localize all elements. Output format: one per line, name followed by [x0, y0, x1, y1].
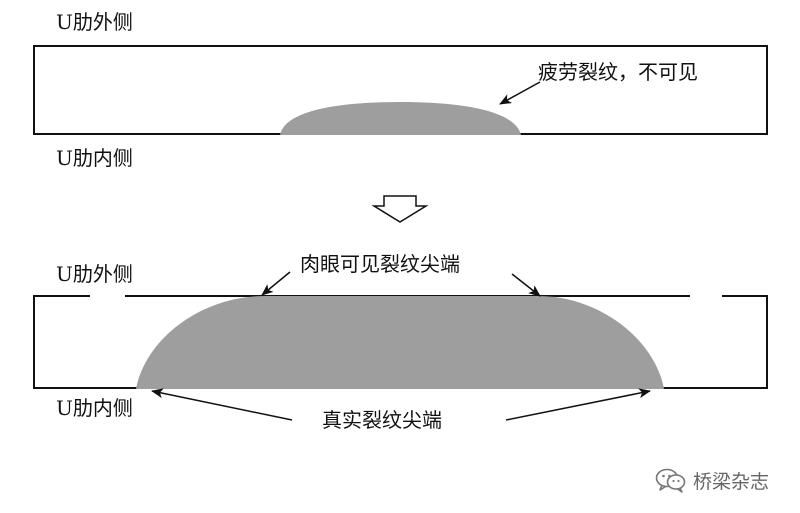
- watermark-text: 桥梁杂志: [693, 470, 770, 493]
- visible-tip-label: 肉眼可见裂纹尖端: [300, 252, 460, 276]
- bottom-crack: [136, 296, 664, 389]
- crack-note-label: 疲劳裂纹，不可见: [538, 60, 698, 84]
- bottom-inner-label: U肋内侧: [56, 396, 133, 420]
- true-tip-label: 真实裂纹尖端: [322, 408, 442, 432]
- wechat-icon: [655, 468, 686, 493]
- true-tip-arrow-left: [151, 388, 293, 421]
- visible-tip-arrow-right: [511, 273, 541, 297]
- watermark: 桥梁杂志: [655, 466, 769, 494]
- bottom-outer-label: U肋外侧: [56, 262, 133, 286]
- true-tip-arrow-right: [505, 388, 651, 421]
- crack-note-arrow: [499, 81, 541, 105]
- top-inner-label: U肋内侧: [56, 146, 133, 170]
- top-crack: [280, 102, 521, 135]
- down-arrow-icon: [371, 195, 429, 223]
- visible-tip-arrow-left: [261, 271, 291, 296]
- top-outer-label: U肋外侧: [56, 10, 133, 34]
